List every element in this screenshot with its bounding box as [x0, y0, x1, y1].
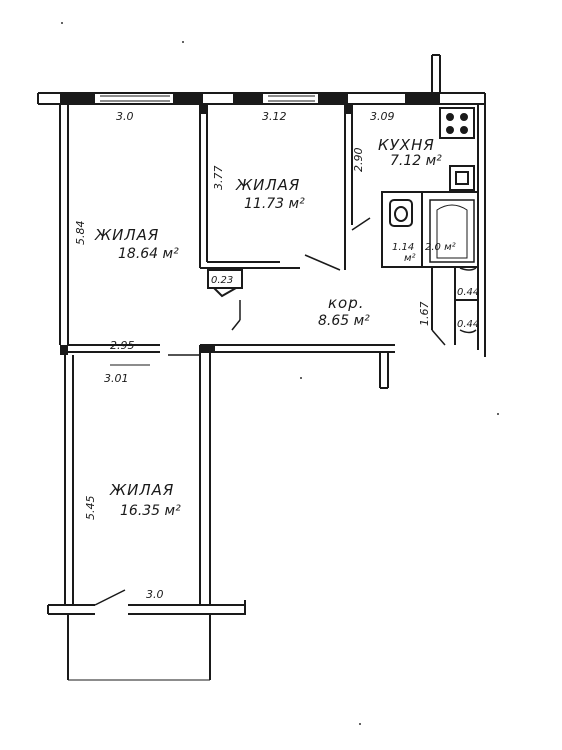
kitchen-area: 7.12 м² — [390, 153, 442, 169]
dim-closet: 0.23 — [211, 275, 233, 286]
living-bottom-area: 16.35 м² — [120, 503, 181, 519]
dim-corridor-width: 1.67 — [418, 302, 431, 327]
corridor-area: 8.65 м² — [318, 313, 370, 329]
scan-specks — [61, 22, 499, 725]
bath-area: 2.0 м² — [425, 242, 456, 253]
kitchen-name: КУХНЯ — [378, 136, 435, 154]
dim-top-left: 3.0 — [116, 110, 134, 123]
dim-bottom-height: 5.45 — [84, 496, 97, 521]
living-left-name: ЖИЛАЯ — [94, 226, 159, 244]
living-center-name: ЖИЛАЯ — [235, 176, 300, 194]
dim-cab1: 0.44 — [457, 287, 479, 298]
living-bottom-name: ЖИЛАЯ — [109, 481, 174, 499]
left-wall-upper — [59, 104, 69, 355]
kitchen-fixtures — [439, 107, 475, 191]
dim-cab2: 0.44 — [457, 319, 479, 330]
dim-kitchen-height: 2.90 — [352, 148, 365, 173]
living-center-area: 11.73 м² — [244, 196, 305, 212]
mid-horizontal-wall — [68, 344, 395, 605]
bathroom-block — [381, 191, 479, 346]
center-room-walls — [199, 104, 371, 271]
dimension-ticks — [100, 351, 150, 366]
vent-shaft — [431, 54, 441, 93]
dim-mid-lower: 3.01 — [104, 372, 129, 385]
bottom-room-walls — [47, 589, 246, 681]
corridor-name: кор. — [328, 294, 365, 312]
top-facade-wall — [37, 92, 485, 105]
dim-top-center: 3.12 — [262, 110, 287, 123]
corridor-stub-wall — [379, 352, 389, 389]
right-wall — [477, 93, 486, 357]
closet — [207, 269, 243, 331]
dim-bottom-width: 3.0 — [146, 588, 164, 601]
dim-center-height: 3.77 — [212, 166, 225, 191]
dim-top-right: 3.09 — [370, 110, 395, 123]
living-left-area: 18.64 м² — [118, 246, 179, 262]
wc-area: 1.14 — [392, 242, 414, 253]
wc-unit: м² — [404, 253, 416, 264]
left-wall-lower — [64, 355, 74, 680]
dim-mid-upper: 2.95 — [110, 339, 135, 352]
dim-left-height: 5.84 — [74, 221, 87, 246]
